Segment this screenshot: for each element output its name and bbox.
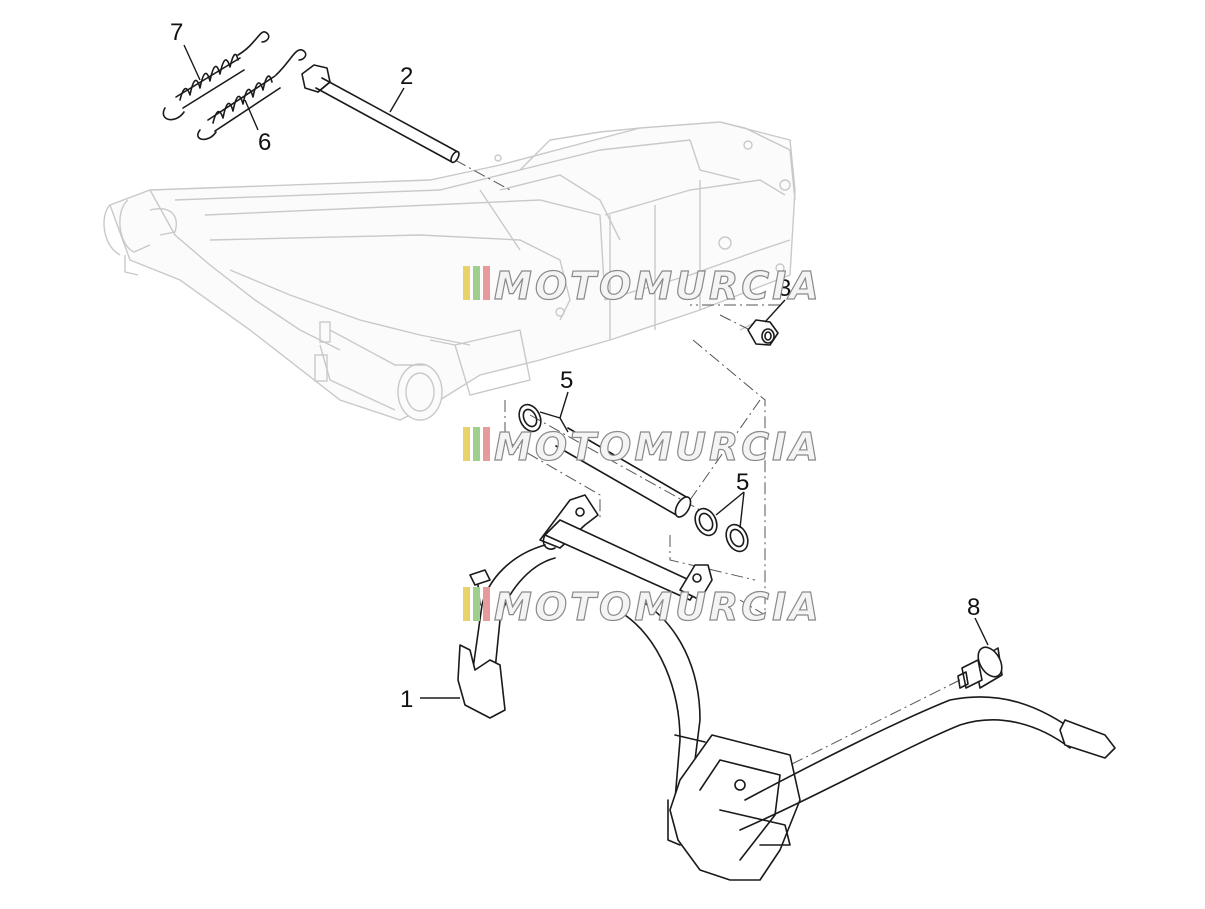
callout-5-right[interactable]: 5 bbox=[736, 469, 749, 496]
center-stand-part-1[interactable] bbox=[457, 494, 1116, 881]
watermark-stripe bbox=[483, 266, 490, 300]
spring-part-7[interactable] bbox=[162, 31, 270, 121]
bolt-part-2[interactable] bbox=[301, 64, 461, 164]
callout-8[interactable]: 8 bbox=[967, 594, 980, 621]
callout-labels: 7 6 2 3 5 5 8 1 bbox=[170, 19, 980, 713]
washer-part-5-left[interactable] bbox=[515, 401, 545, 435]
watermark-logo-text: MOTOMURCIA bbox=[494, 585, 822, 629]
watermark-stripe bbox=[483, 427, 490, 461]
buffer-part-8[interactable] bbox=[957, 643, 1007, 689]
watermark-middle: MOTOMURCIA bbox=[463, 424, 822, 470]
watermark-stripe bbox=[463, 427, 470, 461]
callout-3[interactable]: 3 bbox=[778, 275, 791, 302]
watermark-stripe bbox=[473, 427, 480, 461]
callout-2[interactable]: 2 bbox=[400, 63, 413, 90]
watermark-stripe bbox=[473, 587, 480, 621]
assembly-lines bbox=[454, 159, 961, 781]
watermark-stripe bbox=[473, 266, 480, 300]
watermark-logo-text: MOTOMURCIA bbox=[494, 264, 822, 308]
watermark-stripe bbox=[463, 266, 470, 300]
swingarm-frame-ghost bbox=[103, 121, 796, 421]
spacer-tube[interactable] bbox=[555, 427, 694, 520]
callout-7[interactable]: 7 bbox=[170, 19, 183, 46]
callout-6[interactable]: 6 bbox=[258, 129, 271, 156]
washer-part-5-right-a[interactable] bbox=[691, 505, 721, 539]
callout-1[interactable]: 1 bbox=[400, 686, 413, 713]
watermark-stripe bbox=[483, 587, 490, 621]
leader-lines bbox=[183, 44, 989, 699]
nut-part-3[interactable] bbox=[747, 319, 779, 346]
watermark-top: MOTOMURCIA bbox=[463, 263, 822, 309]
watermark-stripe bbox=[463, 587, 470, 621]
watermark-bottom: MOTOMURCIA bbox=[463, 584, 822, 630]
spring-part-6[interactable] bbox=[197, 49, 307, 141]
watermark-logo-text: MOTOMURCIA bbox=[494, 425, 822, 469]
washer-part-5-right-b[interactable] bbox=[722, 521, 752, 555]
callout-5-left[interactable]: 5 bbox=[560, 367, 573, 394]
